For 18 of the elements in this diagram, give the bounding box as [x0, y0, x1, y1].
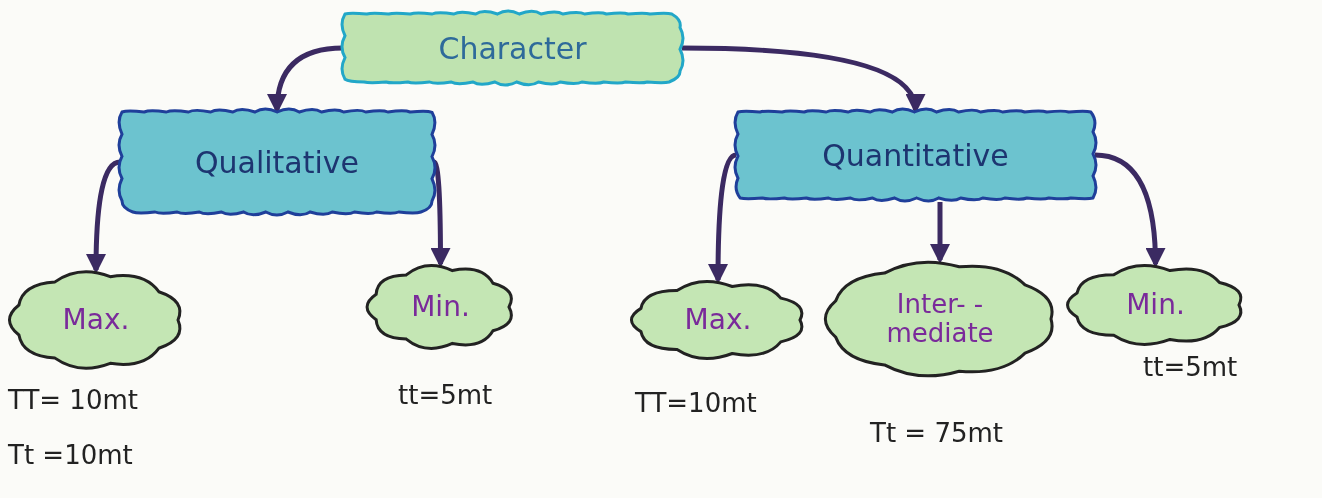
genotype-note: TT=10mt [635, 388, 757, 418]
arrow [708, 152, 737, 284]
node-label: Inter- -mediate [885, 290, 995, 348]
node-label: Qualitative [194, 145, 360, 179]
node-label: Quantitative [822, 138, 1009, 172]
node-label: Character [438, 31, 587, 65]
genotype-note: Tt =10mt [8, 440, 133, 470]
arrow [930, 202, 950, 264]
node-label: Min. [411, 291, 470, 323]
genotype-note: TT= 10mt [8, 385, 138, 415]
genotype-note: tt=5mt [1143, 352, 1238, 382]
arrow [1094, 152, 1166, 268]
arrow [430, 160, 451, 268]
node-label: Max. [684, 304, 752, 336]
genotype-note: tt=5mt [398, 380, 493, 410]
node-label: Max. [62, 304, 130, 336]
node-label: Min. [1126, 289, 1185, 321]
genotype-note: Tt = 75mt [870, 418, 1003, 448]
